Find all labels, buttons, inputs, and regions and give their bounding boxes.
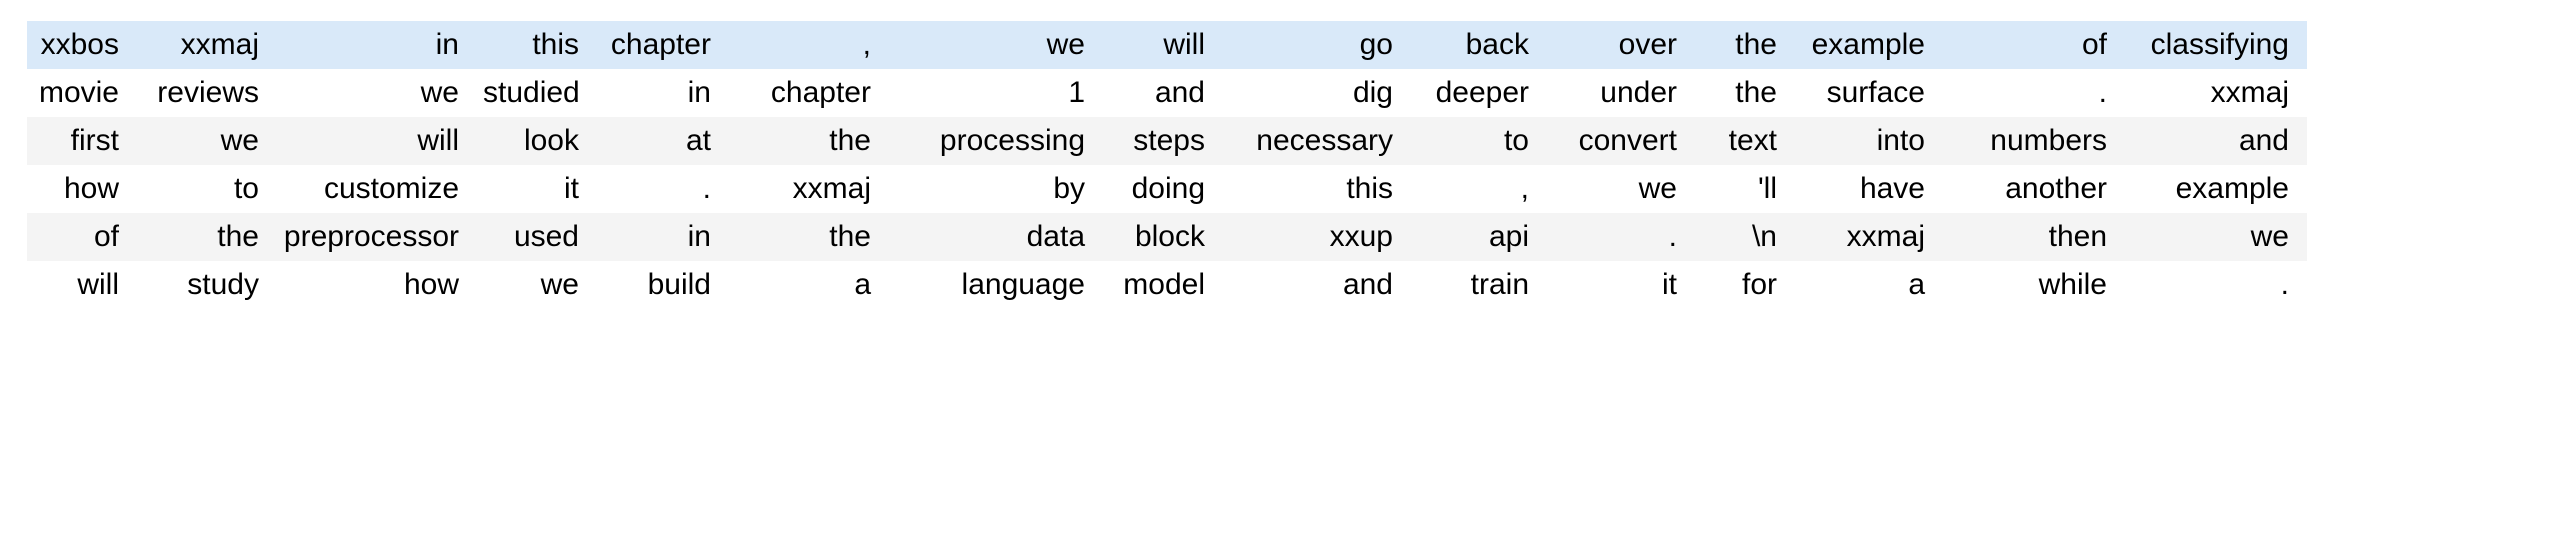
- table-cell-token: customize: [323, 172, 459, 205]
- table-cell-token: a: [1908, 268, 1925, 301]
- table-cell-token: \n: [1751, 220, 1777, 253]
- token-table: xxbos xxmaj in this chapter, we will go back over…: [27, 21, 2531, 309]
- table-cell-token: preprocessor: [283, 220, 459, 253]
- table-cell-token: will: [77, 268, 119, 301]
- table-cell-token: processing: [939, 124, 1085, 157]
- table-cell-token: will: [417, 124, 459, 157]
- table-cell-token: of: [93, 220, 119, 253]
- table-cell-token: api: [1488, 220, 1529, 253]
- table-row: how to customize it. xxmaj by doing this, we 'll h…: [27, 165, 2531, 213]
- table-cell-token: .: [2280, 268, 2289, 301]
- table-cell-token: look: [523, 124, 579, 157]
- table-cell-token: .: [1668, 220, 1677, 253]
- table-cell-token: movie: [38, 76, 119, 109]
- table-cell-token: this: [532, 28, 579, 61]
- table-cell-token: data: [1026, 220, 1085, 253]
- token-table-container: xxbos xxmaj in this chapter, we will go back over…: [27, 21, 2531, 309]
- table-row: first we will look at the processing steps neces…: [27, 117, 2531, 165]
- table-cell-token: doing: [1131, 172, 1205, 205]
- table-cell-token: will: [1163, 28, 1205, 61]
- table-cell-token: the: [217, 220, 259, 253]
- table-cell-token: it: [1662, 268, 1677, 301]
- table-cell-token: then: [2048, 220, 2107, 253]
- table-cell-token: xxbos: [40, 28, 119, 61]
- table-cell-token: example: [2175, 172, 2289, 205]
- table-cell-token: xxup: [1329, 220, 1393, 253]
- table-cell-token: a: [854, 268, 871, 301]
- table-cell-token: by: [1053, 172, 1085, 205]
- table-cell-token: .: [2098, 76, 2107, 109]
- table-cell-token: xxmaj: [180, 28, 259, 61]
- table-cell-token: how: [403, 268, 459, 301]
- table-cell-token: chapter: [610, 28, 711, 61]
- table-cell-token: for: [1741, 268, 1777, 301]
- table-cell-token: the: [829, 124, 871, 157]
- table-cell-token: of: [2081, 28, 2107, 61]
- table-row: will study how we build a language model and trai…: [27, 261, 2531, 309]
- table-cell-token: into: [1876, 124, 1925, 157]
- table-cell-token: deeper: [1435, 76, 1529, 109]
- table-cell-token: at: [685, 124, 711, 157]
- token-table-body: xxbos xxmaj in this chapter, we will go back over…: [27, 21, 2531, 309]
- table-cell-token: the: [1735, 28, 1777, 61]
- table-cell-token: block: [1134, 220, 1205, 253]
- table-cell-token: .: [702, 172, 711, 205]
- table-cell-token: classifying: [2150, 28, 2289, 61]
- table-row: xxbos xxmaj in this chapter, we will go back over…: [27, 21, 2531, 69]
- table-cell-token: how: [63, 172, 119, 205]
- table-cell-token: model: [1123, 268, 1205, 301]
- table-row: movie reviews we studied in chapter 1 and dig dee…: [27, 69, 2531, 117]
- table-cell-token: 1: [1068, 76, 1085, 109]
- table-cell-token: we: [1046, 28, 1085, 61]
- table-cell-token: xxmaj: [792, 172, 871, 205]
- table-cell-token: surface: [1826, 76, 1925, 109]
- table-cell-token: ,: [1520, 172, 1529, 205]
- table-cell-token: example: [1811, 28, 1925, 61]
- table-cell-token: another: [2005, 172, 2107, 205]
- table-cell-token: text: [1728, 124, 1777, 157]
- table-cell-token: first: [70, 124, 119, 157]
- table-row: of the preprocessor used in the data block xxup a…: [27, 213, 2531, 261]
- table-cell-token: in: [687, 76, 711, 109]
- table-cell-token: train: [1470, 268, 1529, 301]
- table-cell-token: dig: [1352, 76, 1393, 109]
- table-cell-token: we: [2250, 220, 2289, 253]
- table-cell-token: under: [1600, 76, 1677, 109]
- table-cell-token: steps: [1133, 124, 1205, 157]
- table-cell-token: while: [2038, 268, 2107, 301]
- table-cell-token: build: [647, 268, 711, 301]
- table-cell-token: we: [220, 124, 259, 157]
- table-cell-token: language: [961, 268, 1085, 301]
- table-cell-token: used: [513, 220, 579, 253]
- table-cell-token: in: [435, 28, 459, 61]
- table-cell-token: 'll: [1757, 172, 1777, 205]
- table-cell-token: xxmaj: [2210, 76, 2289, 109]
- table-cell-token: xxmaj: [1846, 220, 1925, 253]
- table-cell-token: and: [1154, 76, 1205, 109]
- table-cell-token: the: [829, 220, 871, 253]
- table-cell-token: ,: [862, 28, 871, 61]
- table-cell-token: chapter: [770, 76, 871, 109]
- table-cell-token: over: [1618, 28, 1677, 61]
- table-cell-token: go: [1359, 28, 1393, 61]
- table-cell-token: convert: [1578, 124, 1677, 157]
- table-cell-token: back: [1465, 28, 1529, 61]
- table-cell-token: numbers: [1990, 124, 2107, 157]
- table-cell-token: reviews: [157, 76, 259, 109]
- table-cell-token: this: [1346, 172, 1393, 205]
- table-cell-token: study: [187, 268, 259, 301]
- table-cell-token: and: [2238, 124, 2289, 157]
- table-cell-token: we: [1638, 172, 1677, 205]
- table-cell-token: necessary: [1256, 124, 1393, 157]
- table-cell-token: we: [540, 268, 579, 301]
- table-cell-token: it: [564, 172, 579, 205]
- table-cell-token: we: [420, 76, 459, 109]
- table-cell-token: in: [687, 220, 711, 253]
- table-cell-token: to: [233, 172, 259, 205]
- table-cell-token: and: [1342, 268, 1393, 301]
- table-cell-token: to: [1503, 124, 1529, 157]
- table-cell-token: studied: [483, 76, 580, 109]
- table-cell-token: the: [1735, 76, 1777, 109]
- table-cell-token: have: [1859, 172, 1925, 205]
